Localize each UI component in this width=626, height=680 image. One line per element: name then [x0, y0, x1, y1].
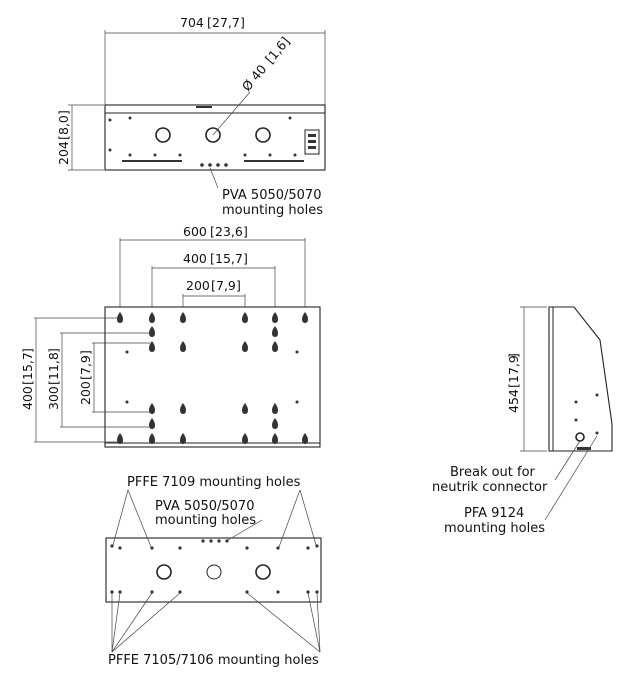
side-height-dim-in: 17,9	[506, 355, 521, 383]
vdim-400-in: 15,7	[20, 352, 35, 380]
pfa-leader	[544, 435, 598, 521]
top-height-dim-in: 8,0	[56, 115, 71, 135]
vdim-300-in: 11,8	[46, 352, 61, 380]
side-height-bracket-open: [	[506, 383, 521, 388]
top-width-bracket-open: [	[207, 15, 212, 30]
dim-400-bracket-open: [	[210, 251, 215, 266]
vdim-300-bracket-open: [	[46, 380, 61, 385]
side-height-dim-text: 454 [ 17,9 ]	[506, 353, 521, 413]
diameter-leader	[212, 91, 251, 136]
top-view-knockout-left	[155, 127, 171, 143]
vdim-200-bracket-close: ]	[78, 350, 93, 355]
pfa-hole	[595, 431, 599, 435]
top-width-dim-in: 27,7	[212, 15, 240, 30]
top-view-slot-right	[244, 160, 304, 162]
vdim-300-text: 300 [ 11,8 ]	[46, 348, 61, 410]
pffe7109-leaders	[112, 489, 317, 548]
top-pva-label-line1: PVA 5050/5070	[222, 188, 321, 203]
vdim-400-text: 400 [ 15,7 ]	[20, 348, 35, 410]
side-height-dim-mm: 454	[506, 389, 521, 413]
vdim-300-bracket-close: ]	[46, 348, 61, 353]
dim-200-in: 7,9	[216, 278, 236, 293]
top-width-dim-mm: 704	[180, 15, 204, 30]
pfa-label-line1: PFA 9124	[464, 506, 524, 521]
top-view-slot-left	[122, 160, 182, 162]
vdim-200-text: 200 [ 7,9 ]	[78, 350, 93, 405]
dim-200-bracket-open: [	[211, 278, 216, 293]
dim-400-mm: 400	[183, 251, 207, 266]
pffe7105-label: PFFE 7105/7106 mounting holes	[108, 653, 319, 668]
bottom-pva-label-line2: mounting holes	[155, 513, 256, 528]
side-height-bracket-close: ]	[506, 353, 521, 358]
top-view-connector	[304, 129, 320, 155]
bottom-pva-leader	[227, 519, 263, 541]
top-height-dim-text: 204 [ 8,0 ]	[56, 110, 71, 165]
dim-400-in: 15,7	[215, 251, 243, 266]
top-view-body	[104, 104, 326, 171]
pfa-label-line2: mounting holes	[444, 521, 545, 536]
front-view-body	[104, 306, 321, 448]
front-view: 600 [ 23,6 ] 400 [ 15,7 ] 200 [ 7,9 ]	[20, 224, 321, 448]
top-pva-leader	[209, 167, 219, 189]
diameter-dim-text: Ø 40 [ 1,6 ]	[239, 34, 293, 94]
bottom-view: PFFE 7109 mounting holes PVA 5050/5070 m…	[105, 475, 322, 668]
vdim-400-bracket-open: [	[20, 380, 35, 385]
bottom-pva-label-line1: PVA 5050/5070	[155, 499, 254, 514]
side-view-hole-3	[574, 418, 578, 422]
dim-600-mm: 600	[183, 224, 207, 239]
front-view-keyholes	[117, 312, 308, 444]
vdim-400-mm: 400	[20, 386, 35, 410]
dim-200-bracket-close: ]	[236, 278, 241, 293]
connector-pin-3	[308, 146, 316, 149]
side-view-hole-1	[574, 400, 578, 404]
top-view-holes	[108, 116, 297, 167]
dim-600-in: 23,6	[215, 224, 243, 239]
dim-200-mm: 200	[186, 278, 210, 293]
pffe7109-label: PFFE 7109 mounting holes	[127, 475, 301, 490]
dim-400-bracket-close: ]	[243, 251, 248, 266]
connector-pin-2	[308, 140, 316, 143]
top-pva-label-line2: mounting holes	[222, 203, 323, 218]
side-view-slot	[577, 447, 591, 450]
top-width-bracket-close: ]	[240, 15, 245, 30]
connector-pin-1	[308, 134, 316, 137]
pffe7105-leaders	[111, 592, 321, 653]
top-height-dim-mm: 204	[56, 141, 71, 165]
neutrik-leader	[554, 440, 581, 481]
top-height-bracket-close: ]	[56, 110, 71, 115]
bottom-knockout-right	[255, 564, 271, 580]
neutrik-label-line2: neutrik connector	[432, 480, 548, 495]
vdim-400-bracket-close: ]	[20, 348, 35, 353]
side-view-body	[548, 306, 613, 452]
dim-600-bracket-close: ]	[243, 224, 248, 239]
bottom-knockout-center	[206, 564, 222, 580]
top-view-knockout-center	[205, 127, 221, 143]
bottom-view-holes	[110, 539, 319, 594]
side-view: 454 [ 17,9 ] Break out for neutrik conne…	[432, 306, 613, 536]
top-view-notch	[196, 106, 212, 108]
top-view: 704 [ 27,7 ] 204 [ 8,0 ]	[56, 15, 326, 218]
vdim-200-in: 7,9	[78, 355, 93, 375]
bottom-knockout-left	[156, 564, 172, 580]
vdim-200-bracket-open: [	[78, 375, 93, 380]
bottom-view-body	[105, 537, 322, 603]
top-view-knockout-right	[255, 127, 271, 143]
dim-600-bracket-open: [	[210, 224, 215, 239]
side-view-hole-2	[595, 393, 599, 397]
vdim-200-mm: 200	[78, 381, 93, 405]
diameter-dim-mm: Ø 40	[239, 61, 270, 93]
vdim-300-mm: 300	[46, 386, 61, 410]
neutrik-label-line1: Break out for	[450, 465, 536, 480]
top-height-bracket-open: [	[56, 135, 71, 140]
